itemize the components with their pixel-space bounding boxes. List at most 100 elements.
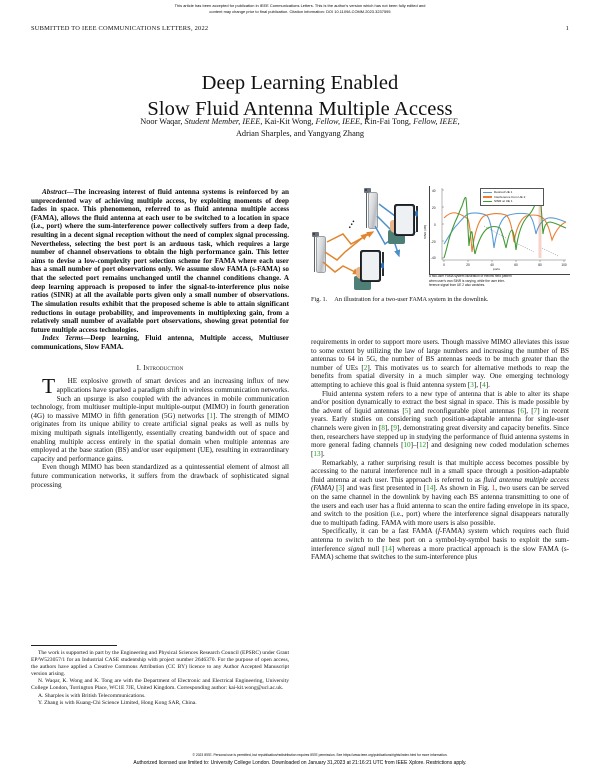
- bs2-mast: [314, 234, 316, 272]
- legend-item-2: SINR at UE 1: [483, 199, 541, 204]
- rp3-e: , two users can be served on the same ch…: [311, 484, 569, 527]
- svg-text:40: 40: [432, 189, 436, 193]
- running-head: SUBMITTED TO IEEE COMMUNICATIONS LETTERS…: [31, 25, 569, 32]
- rp2-h: ] and designing new coded modulation sch…: [311, 441, 569, 458]
- index-terms-label: Index Terms: [42, 334, 84, 343]
- section-heading-introduction: I. Introduction: [136, 362, 184, 372]
- sinr-plot-svg: 40 20 0 -20 -40: [431, 188, 567, 267]
- ue1-screen: [396, 206, 413, 234]
- citation-10[interactable]: 10: [403, 441, 411, 450]
- citation-2[interactable]: 2: [363, 363, 368, 372]
- legend-label-0: Desired UE 1: [494, 190, 513, 194]
- svg-text:20: 20: [466, 263, 470, 267]
- legend-swatch-2: [483, 201, 492, 203]
- citation-4[interactable]: 4: [482, 381, 486, 390]
- citation-1[interactable]: 1: [209, 411, 214, 420]
- citation-14b[interactable]: 14: [384, 544, 392, 553]
- plot-annotation-note: A two-user FAMA system illustration of e…: [429, 274, 557, 288]
- right-column: requirements in order to support more us…: [311, 338, 569, 562]
- svg-text:-20: -20: [431, 240, 436, 244]
- svg-text:0: 0: [443, 263, 445, 267]
- page-title: Deep Learning Enabled Slow Fluid Antenna…: [60, 70, 540, 122]
- legend-label-2: SINR at UE 1: [494, 199, 513, 204]
- left-column: Abstract—The increasing interest of flui…: [31, 188, 289, 489]
- legend-item-1: Interference from UE 2: [483, 195, 541, 200]
- intro-p1-part-b: ]. The strength of MIMO originates from …: [31, 411, 289, 463]
- rp3-d: ]. As shown in Fig.: [433, 484, 492, 493]
- author-1-name: Noor Waqar,: [140, 117, 185, 126]
- bs1-head-unit: [364, 188, 371, 193]
- rp1-b: ]. This motivates us to search for alter…: [311, 363, 569, 390]
- plot-y-axis-label: SINR (dB): [423, 224, 428, 240]
- plot-note-line-3: ference signal from UE 2 also vanishes.: [429, 283, 486, 288]
- rp2-g: ]–[: [410, 441, 419, 450]
- rp3-italic-fama: fluid antenna multiple access (FAMA): [311, 475, 569, 493]
- citation-3b[interactable]: 3: [338, 484, 343, 493]
- index-terms-paragraph: Index Terms—Deep learning, Fluid antenna…: [31, 334, 289, 351]
- svg-text:60: 60: [514, 263, 518, 267]
- svg-text:20: 20: [432, 206, 436, 210]
- ue1-fluid-antenna-port-icon: [415, 210, 419, 217]
- footnote-affiliation-ucl: N. Waqar, K. Wong and K. Tong are with t…: [31, 678, 289, 692]
- rp2-i: ].: [320, 449, 325, 458]
- citation-9[interactable]: 9: [393, 424, 397, 433]
- citation-8[interactable]: 8: [381, 424, 385, 433]
- svg-text:0: 0: [434, 223, 436, 227]
- rp4-italic-f: f: [437, 527, 440, 536]
- rp2-a: Fluid antenna system refers to a new typ…: [311, 389, 569, 415]
- citation-13[interactable]: 13: [313, 449, 321, 458]
- rp3-b: [: [333, 484, 339, 493]
- rp4-c: null [: [365, 544, 385, 553]
- citation-12[interactable]: 12: [418, 441, 427, 450]
- right-paragraph-4: Specifically, it can be a fast FAMA (f-F…: [311, 527, 569, 561]
- citation-3[interactable]: 3: [470, 381, 474, 390]
- download-license-notice: Authorized licensed use limited to: Univ…: [133, 760, 467, 766]
- ue1-fluid-antenna-track: [416, 206, 418, 232]
- ue1-phone: [394, 204, 415, 236]
- ieee-acceptance-banner: This article has been accepted for publi…: [96, 3, 504, 15]
- plot-note-line-2: when user's own SINR is varying, while t…: [429, 278, 506, 283]
- plot-note-line-1: A two-user FAMA system illustration of e…: [429, 274, 512, 278]
- abstract-paragraph: Abstract—The increasing interest of flui…: [31, 188, 289, 334]
- index-terms-text: —Deep learning, Fluid antenna, Multiple …: [31, 334, 289, 351]
- figure-1-caption: Fig. 1.An illustration for a two-user FA…: [311, 296, 569, 304]
- citation-5[interactable]: 5: [404, 406, 409, 415]
- citation-7[interactable]: 7: [533, 406, 538, 415]
- rp4-b: -FAMA) system which requires each fluid …: [311, 527, 569, 553]
- rp2-b: ] and reconfigurable pixel antennas [: [408, 406, 521, 415]
- figure-1-artwork: •••: [311, 186, 570, 290]
- bs2-panel: [316, 236, 326, 273]
- right-paragraph-2: Fluid antenna system refers to a new typ…: [311, 390, 569, 459]
- footnote-affiliation-bt: A. Sharples is with British Telecommunic…: [38, 692, 146, 699]
- rp3-a: Remarkably, a rather surprising result i…: [311, 458, 569, 484]
- title-line-2: Slow Fluid Antenna Multiple Access: [147, 97, 453, 120]
- legend-swatch-0: [483, 191, 492, 193]
- sinr-plot: 40 20 0 -20 -40: [429, 186, 570, 275]
- base-station-antenna-2: [312, 232, 326, 273]
- author-3-role: Fellow, IEEE: [413, 117, 458, 126]
- page-number: 1: [565, 25, 569, 32]
- author-line-1: Noor Waqar, Student Member, IEEE, Kai-Ki…: [62, 116, 538, 128]
- svg-text:100: 100: [561, 263, 567, 267]
- ue2-screen: [362, 252, 379, 280]
- figure-1: •••: [311, 186, 570, 304]
- citation-6[interactable]: 6: [520, 406, 524, 415]
- author-2-role: Fellow, IEEE: [315, 117, 361, 126]
- bs2-head-unit: [312, 232, 319, 237]
- title-line-1: Deep Learning Enabled: [201, 71, 399, 94]
- figure-reference-1[interactable]: 1: [491, 484, 496, 493]
- svg-text:-40: -40: [431, 256, 436, 260]
- legend-item-0: Desired UE 1: [483, 190, 541, 195]
- author-list: Noor Waqar, Student Member, IEEE, Kai-Ki…: [62, 116, 538, 140]
- rp4-a: Specifically, it can be a fast FAMA (: [322, 527, 438, 536]
- right-paragraph-3: Remarkably, a rather surprising result i…: [311, 459, 569, 528]
- intro-paragraph-2: Even though MIMO has been standardized a…: [31, 463, 289, 489]
- legend-label-1: Interference from UE 2: [494, 194, 526, 199]
- footnote-separator: [31, 645, 117, 646]
- svg-text:80: 80: [538, 263, 542, 267]
- citation-14[interactable]: 14: [426, 484, 434, 493]
- rp1-a: requirements in order to support more us…: [311, 338, 569, 372]
- footnote-funding: The work is supported in part by the Eng…: [31, 650, 289, 678]
